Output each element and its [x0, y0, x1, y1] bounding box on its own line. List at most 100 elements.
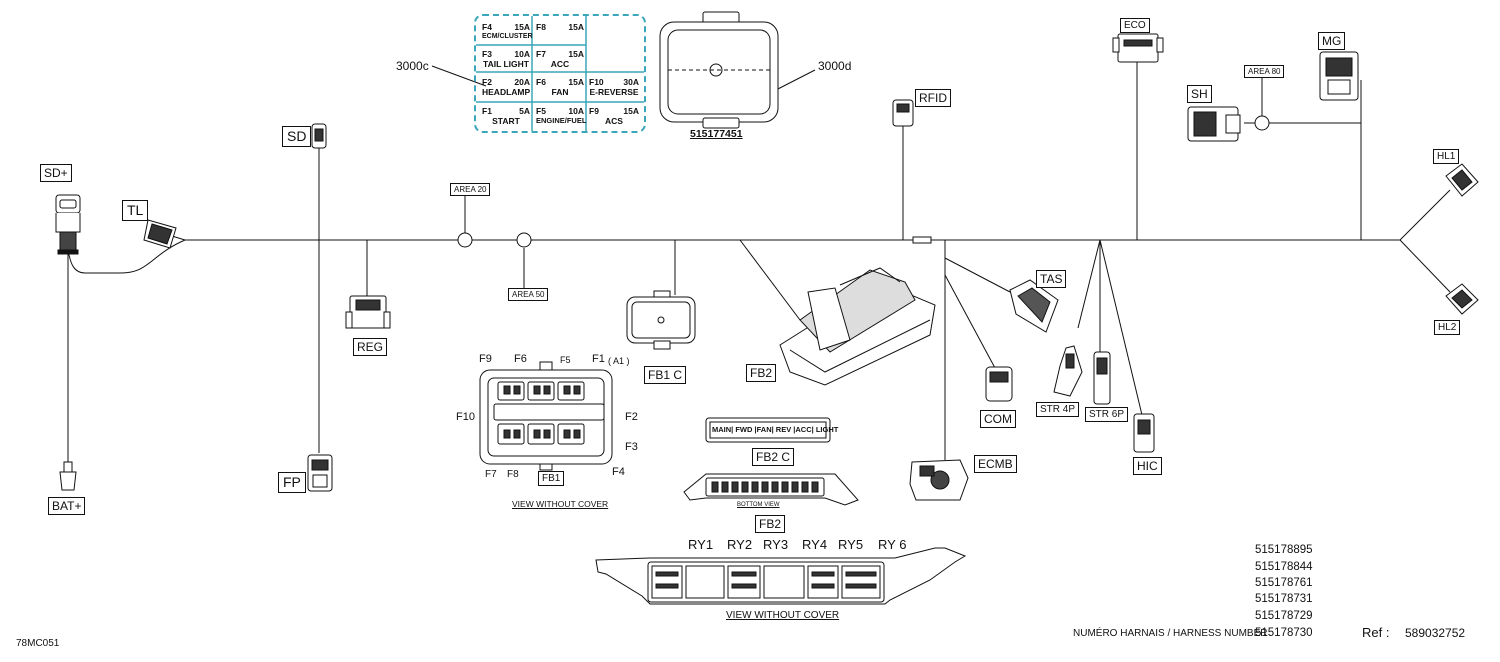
sd-plus-key-switch-icon	[55, 194, 81, 255]
hl1-connector-icon	[1445, 163, 1479, 197]
splice-marker	[912, 236, 932, 244]
label-sd-plus: SD+	[40, 164, 72, 182]
area80-marker	[1254, 115, 1270, 131]
label-hic: HIC	[1133, 457, 1162, 475]
label-eco: ECO	[1120, 18, 1150, 33]
relay-ry2: RY2	[727, 537, 753, 552]
fb2c-strip-text: MAIN| FWD |FAN| REV |ACC| LIGHT	[712, 425, 839, 434]
harness-number: 515178730	[1255, 627, 1313, 639]
pin-f1: F1	[592, 353, 605, 365]
str6p-connector-icon	[1093, 351, 1111, 405]
label-bottom-view: BOTTOM VIEW	[737, 502, 780, 508]
label-area50: AREA 50	[508, 288, 549, 301]
sd-connector-icon	[311, 123, 327, 149]
label-tas: TAS	[1036, 270, 1067, 288]
branch-tl	[171, 235, 186, 241]
pin-a1: ( A1 )	[608, 356, 630, 366]
fb2-fuse-block-icon	[779, 267, 936, 386]
label-3000d: 3000d	[818, 59, 852, 73]
pin-f2: F2	[625, 411, 638, 423]
leader-3000d	[771, 69, 816, 93]
branch-hl2	[1399, 239, 1451, 293]
area20-marker	[457, 232, 473, 248]
label-rfid: RFID	[915, 89, 951, 107]
harness-number: 515178844	[1255, 561, 1313, 573]
label-3000c: 3000c	[396, 59, 429, 73]
leader-3000c	[431, 65, 487, 87]
relay-ry4: RY4	[802, 537, 828, 552]
label-hl2: HL2	[1434, 320, 1461, 335]
fb2-bottom-view-icon	[683, 473, 859, 506]
eco-connector-icon	[1112, 33, 1164, 63]
label-str6p: STR 6P	[1085, 407, 1129, 422]
branch-com	[944, 274, 996, 369]
relay-ry5: RY5	[838, 537, 864, 552]
label-bat-plus: BAT+	[48, 497, 86, 515]
label-fb2-bottom: FB2	[755, 515, 786, 533]
hl2-connector-icon	[1445, 283, 1479, 315]
branch-str4p	[1077, 239, 1101, 329]
label-sd: SD	[282, 126, 312, 147]
fb1-cover-icon	[626, 290, 696, 350]
pin-f10: F10	[456, 411, 475, 423]
harness-number: 515178761	[1255, 577, 1313, 589]
sh-connector-icon	[1187, 106, 1241, 142]
tl-connector-icon	[143, 219, 177, 249]
relay-ry3: RY3	[763, 537, 789, 552]
str4p-connector-icon	[1053, 345, 1083, 397]
pin-f5: F5	[560, 355, 571, 365]
harness-number: 515178729	[1255, 610, 1313, 622]
label-cover-part-number: 515177451	[690, 128, 743, 140]
pin-f6: F6	[514, 353, 527, 365]
branch-sd-plus	[67, 239, 186, 274]
fb1-fuse-block-icon	[479, 361, 613, 471]
branch-tas	[944, 257, 1011, 293]
label-fb1: FB1	[538, 471, 565, 486]
rfid-connector-icon	[892, 99, 914, 127]
label-area80: AREA 80	[1244, 65, 1285, 78]
label-str4p: STR 4P	[1036, 402, 1080, 417]
label-mg: MG	[1318, 32, 1346, 50]
relay-ry6: RY 6	[878, 537, 907, 552]
fp-connector-icon	[307, 454, 333, 492]
fb2c-cover-strip-icon	[705, 417, 831, 443]
reg-connector-icon	[345, 295, 391, 329]
relay-box-icon	[595, 547, 967, 605]
bat-plus-terminal-icon	[59, 461, 77, 491]
label-hl1: HL1	[1433, 149, 1460, 164]
area50-marker	[516, 232, 532, 248]
label-sh: SH	[1187, 85, 1212, 103]
drawing-code: 78MC051	[16, 638, 60, 649]
label-fb1c: FB1 C	[644, 366, 687, 384]
pin-f8: F8	[507, 469, 519, 480]
pin-f7: F7	[485, 469, 497, 480]
harness-number: 515178731	[1255, 593, 1313, 605]
tas-connector-icon	[1009, 279, 1059, 333]
label-tl: TL	[122, 200, 149, 221]
harness-number: 515178895	[1255, 544, 1313, 556]
branch-fb2	[739, 239, 801, 321]
fuse-box-cover-3000d-icon	[659, 11, 779, 129]
relay-ry1: RY1	[688, 537, 714, 552]
label-fb2: FB2	[746, 364, 777, 382]
label-com: COM	[980, 410, 1016, 428]
label-fp: FP	[278, 472, 306, 493]
pin-f4: F4	[612, 466, 625, 478]
ref-value: 589032752	[1405, 626, 1466, 640]
harness-number-label: NUMÉRO HARNAIS / HARNESS NUMBER	[1073, 628, 1268, 639]
pin-f3: F3	[625, 441, 638, 453]
ecmb-connector-icon	[909, 459, 969, 501]
hic-connector-icon	[1133, 413, 1155, 453]
